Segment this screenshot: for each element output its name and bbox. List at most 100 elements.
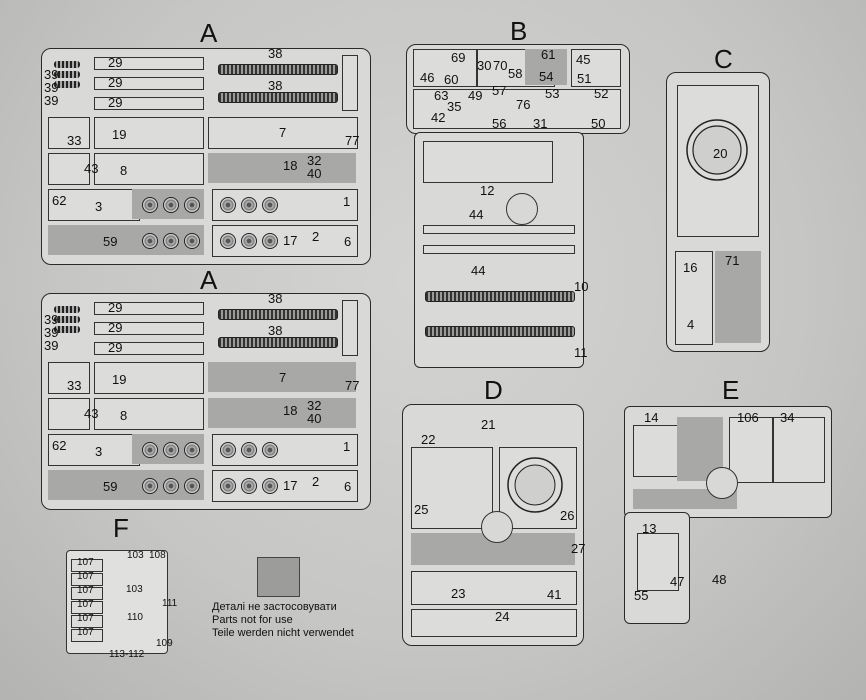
part-label: 77	[345, 378, 360, 393]
track-38-a	[218, 309, 338, 320]
part-label: 107	[77, 613, 94, 624]
part-label: 63	[434, 88, 449, 103]
part-label: 39	[44, 338, 59, 353]
part-label: 32	[307, 398, 322, 413]
fret-f	[66, 550, 168, 654]
cell-7	[208, 362, 356, 392]
frame-b-5	[413, 89, 621, 129]
sprue-c	[666, 72, 770, 352]
group-d-letter: D	[484, 375, 503, 405]
part-label: 32	[307, 153, 322, 168]
cell-8	[94, 398, 204, 430]
sprue-a-bottom	[41, 293, 371, 510]
cell-18	[208, 398, 356, 428]
sprue-gate-b	[506, 193, 538, 225]
part-label: 39	[44, 93, 59, 108]
cell-wheels-b	[212, 434, 358, 466]
part-label: 3	[95, 444, 103, 459]
tab-107	[71, 559, 103, 572]
road-wheels-row-1	[142, 442, 200, 458]
part-label: 110	[127, 612, 143, 623]
road-wheels-row-2	[220, 197, 278, 213]
part-label: 23	[451, 586, 466, 601]
part-label: 21	[481, 417, 496, 432]
frame-d-row-2	[411, 571, 577, 605]
part-label: 54	[539, 69, 554, 84]
part-label: 106	[737, 410, 759, 425]
part-label: 46	[420, 70, 435, 85]
part-label: 107	[77, 599, 94, 610]
side-strip	[342, 55, 358, 111]
part-label: 33	[67, 133, 82, 148]
part-label: 60	[444, 72, 459, 87]
frame-14	[633, 425, 679, 477]
legend-line-german: Teile werden nicht verwendet	[212, 627, 354, 639]
part-label: 43	[84, 161, 99, 176]
part-label: 107	[77, 571, 94, 582]
part-label: 2	[312, 229, 320, 244]
part-label: 13	[642, 521, 657, 536]
track-10	[425, 291, 575, 302]
part-label: 57	[492, 83, 507, 98]
part-label: 56	[492, 116, 507, 131]
part-label: 108	[149, 550, 166, 561]
part-label: 38	[268, 323, 283, 338]
tab-107	[71, 573, 103, 586]
cell-33	[48, 117, 90, 149]
part-label: 29	[108, 300, 123, 315]
part-label: 39	[44, 67, 59, 82]
tab-107	[71, 601, 103, 614]
cell-wheels-c	[212, 225, 358, 257]
part-label: 6	[344, 234, 352, 249]
part-label: 43	[84, 406, 99, 421]
frame-34	[773, 417, 825, 483]
road-wheels-row-3	[142, 478, 200, 494]
row-29-a	[94, 57, 204, 70]
sprue-d	[402, 404, 584, 646]
part-label: 38	[268, 291, 283, 306]
frame-13	[637, 533, 679, 591]
part-label: 6	[344, 479, 352, 494]
road-wheels-row-2	[220, 442, 278, 458]
cell-19	[94, 117, 204, 149]
part-label: 18	[283, 158, 298, 173]
frame-b-1	[413, 49, 477, 87]
part-label: 29	[108, 55, 123, 70]
part-label: 4	[687, 317, 695, 332]
part-label: 109	[156, 638, 173, 649]
part-label: 44	[469, 207, 484, 222]
part-label: 103	[126, 584, 143, 595]
strip-44-a	[423, 225, 575, 234]
part-label: 19	[112, 372, 127, 387]
group-c-letter: C	[714, 44, 733, 74]
frame-16-4	[675, 251, 713, 345]
part-label: 113-112	[109, 649, 145, 660]
part-label: 39	[44, 325, 59, 340]
track-11	[425, 326, 575, 337]
part-label: 76	[516, 97, 531, 112]
part-label: 38	[268, 78, 283, 93]
road-wheels-row-3	[142, 233, 200, 249]
frame-b-4	[571, 49, 621, 87]
part-label: 55	[634, 588, 649, 603]
part-label: 24	[495, 609, 510, 624]
part-label: 39	[44, 80, 59, 95]
part-label: 14	[644, 410, 659, 425]
track-38-b	[218, 337, 338, 348]
part-label: 52	[594, 86, 609, 101]
part-label: 48	[712, 572, 727, 587]
part-label: 34	[780, 410, 795, 425]
row-29-b	[94, 322, 204, 335]
part-label: 1	[343, 194, 351, 209]
cell-43	[48, 153, 90, 185]
row-29-c	[94, 97, 204, 110]
part-label: 41	[547, 587, 562, 602]
part-label: 1	[343, 439, 351, 454]
part-label: 59	[103, 234, 118, 249]
hull-plate-12	[423, 141, 553, 183]
part-label: 107	[77, 557, 94, 568]
part-label: 27	[571, 541, 586, 556]
cell-33	[48, 362, 90, 394]
side-strip	[342, 300, 358, 356]
part-label: 107	[77, 627, 94, 638]
